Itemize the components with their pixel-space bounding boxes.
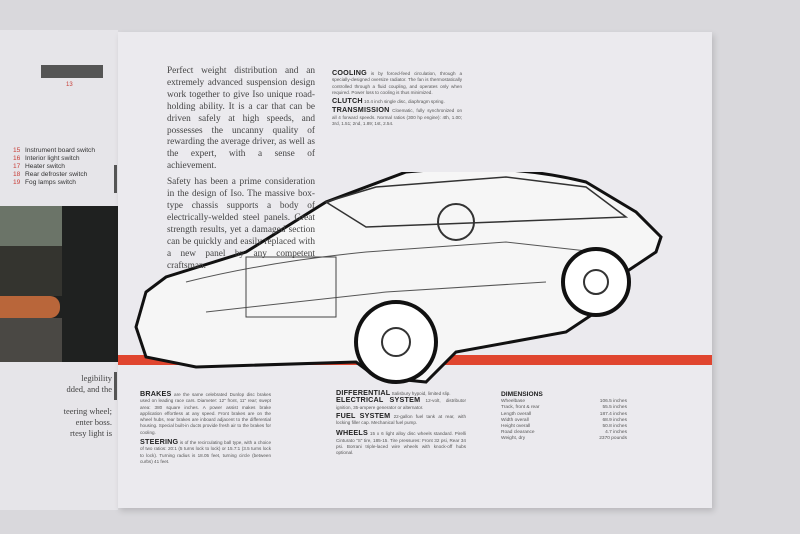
spec-item: WHEELS 15 x 6 light alloy disc wheels st… bbox=[336, 428, 466, 456]
spec-item: ELECTRICAL SYSTEM 12-volt, distributor i… bbox=[336, 395, 466, 410]
spec-item: TRANSMISSION Cloematic, fully synchroniz… bbox=[332, 105, 462, 127]
staple bbox=[114, 165, 117, 193]
specs-bottom-mid: DIFFERENTIAL Salisbury hypoid, limited s… bbox=[336, 388, 466, 457]
specs-bottom-left: BRAKES are the same celebrated Dunlop di… bbox=[140, 389, 272, 465]
intro-text: Perfect weight distribution and an extre… bbox=[167, 66, 315, 272]
dimensions-title: DIMENSIONS bbox=[501, 391, 543, 398]
right-page: Perfect weight distribution and an extre… bbox=[118, 32, 712, 508]
spec-item: CLUTCH 10.4 inch single disc, diaphragm … bbox=[332, 96, 445, 106]
page-number-bar bbox=[41, 65, 103, 78]
spec-item: DIFFERENTIAL Salisbury hypoid, limited s… bbox=[336, 388, 451, 397]
dashboard-photo bbox=[0, 206, 118, 362]
car-cutaway-illustration bbox=[134, 172, 663, 384]
spec-item: STEERING is of the recirculating ball ty… bbox=[140, 437, 272, 464]
staple bbox=[114, 372, 117, 400]
specs-top: COOLING is by forced-feed circulation, t… bbox=[332, 68, 463, 127]
intro-paragraph: Perfect weight distribution and an extre… bbox=[167, 66, 315, 172]
spec-item: FUEL SYSTEM 22-gallon fuel tank at rear,… bbox=[336, 410, 466, 426]
page-number: 13 bbox=[66, 82, 73, 88]
spec-item: COOLING is by forced-feed circulation, t… bbox=[332, 68, 463, 95]
spec-item: BRAKES are the same celebrated Dunlop di… bbox=[140, 389, 271, 435]
intro-paragraph: Safety has been a prime consideration in… bbox=[167, 177, 315, 271]
